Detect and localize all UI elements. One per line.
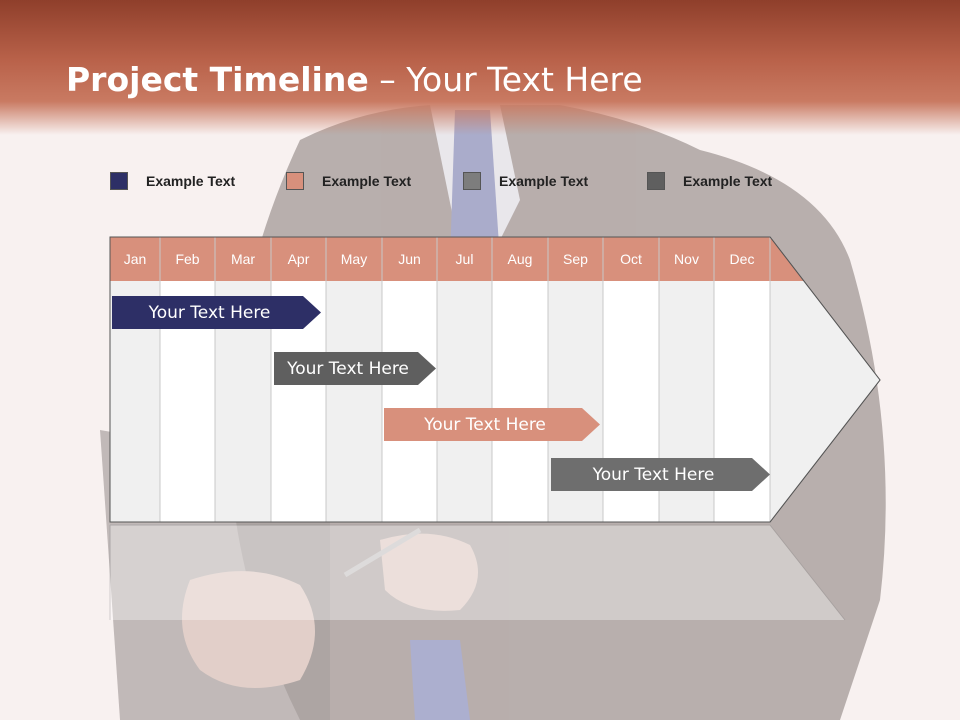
legend-item-2: Example Text: [286, 171, 411, 191]
task-bar-1: Your Text Here: [112, 296, 321, 329]
legend-item-4: Example Text: [647, 171, 772, 191]
legend-swatch: [286, 172, 304, 190]
month-label-may: May: [341, 251, 367, 267]
month-column-shade: [326, 281, 382, 522]
month-label-oct: Oct: [620, 251, 642, 267]
page-title: Project Timeline – Your Text Here: [66, 60, 643, 99]
month-column-shade: [437, 281, 492, 522]
title-rest: – Your Text Here: [368, 60, 643, 99]
legend-label: Example Text: [322, 173, 412, 189]
month-label-feb: Feb: [175, 251, 199, 267]
month-label-jun: Jun: [398, 251, 421, 267]
task-label: Your Text Here: [424, 414, 546, 435]
timeline-reflection: [109, 524, 846, 621]
month-label-aug: Aug: [508, 251, 533, 267]
legend-swatch: [463, 172, 481, 190]
month-label-jul: Jul: [456, 251, 474, 267]
month-label-mar: Mar: [231, 251, 255, 267]
timeline-arrow-outline: [109, 236, 881, 523]
task-label: Your Text Here: [287, 358, 409, 379]
month-label-dec: Dec: [730, 251, 755, 267]
task-label: Your Text Here: [592, 464, 715, 485]
task-bar-4: Your Text Here: [551, 458, 770, 491]
month-label-nov: Nov: [674, 251, 699, 267]
legend-label: Example Text: [683, 173, 773, 189]
month-label-jan: Jan: [124, 251, 147, 267]
legend-swatch: [647, 172, 665, 190]
arrow-tip-shade: [770, 281, 880, 522]
month-label-sep: Sep: [563, 251, 588, 267]
legend-label: Example Text: [146, 173, 236, 189]
legend-label: Example Text: [499, 173, 589, 189]
header-band: [0, 0, 960, 135]
legend-item-1: Example Text: [110, 171, 235, 191]
title-bold: Project Timeline: [66, 60, 369, 99]
task-bar-2: Your Text Here: [274, 352, 436, 385]
task-bar-3: Your Text Here: [384, 408, 600, 441]
legend-item-3: Example Text: [463, 171, 588, 191]
legend-swatch: [110, 172, 128, 190]
month-bar: [110, 237, 770, 281]
month-label-apr: Apr: [288, 251, 310, 267]
task-label: Your Text Here: [148, 302, 271, 323]
